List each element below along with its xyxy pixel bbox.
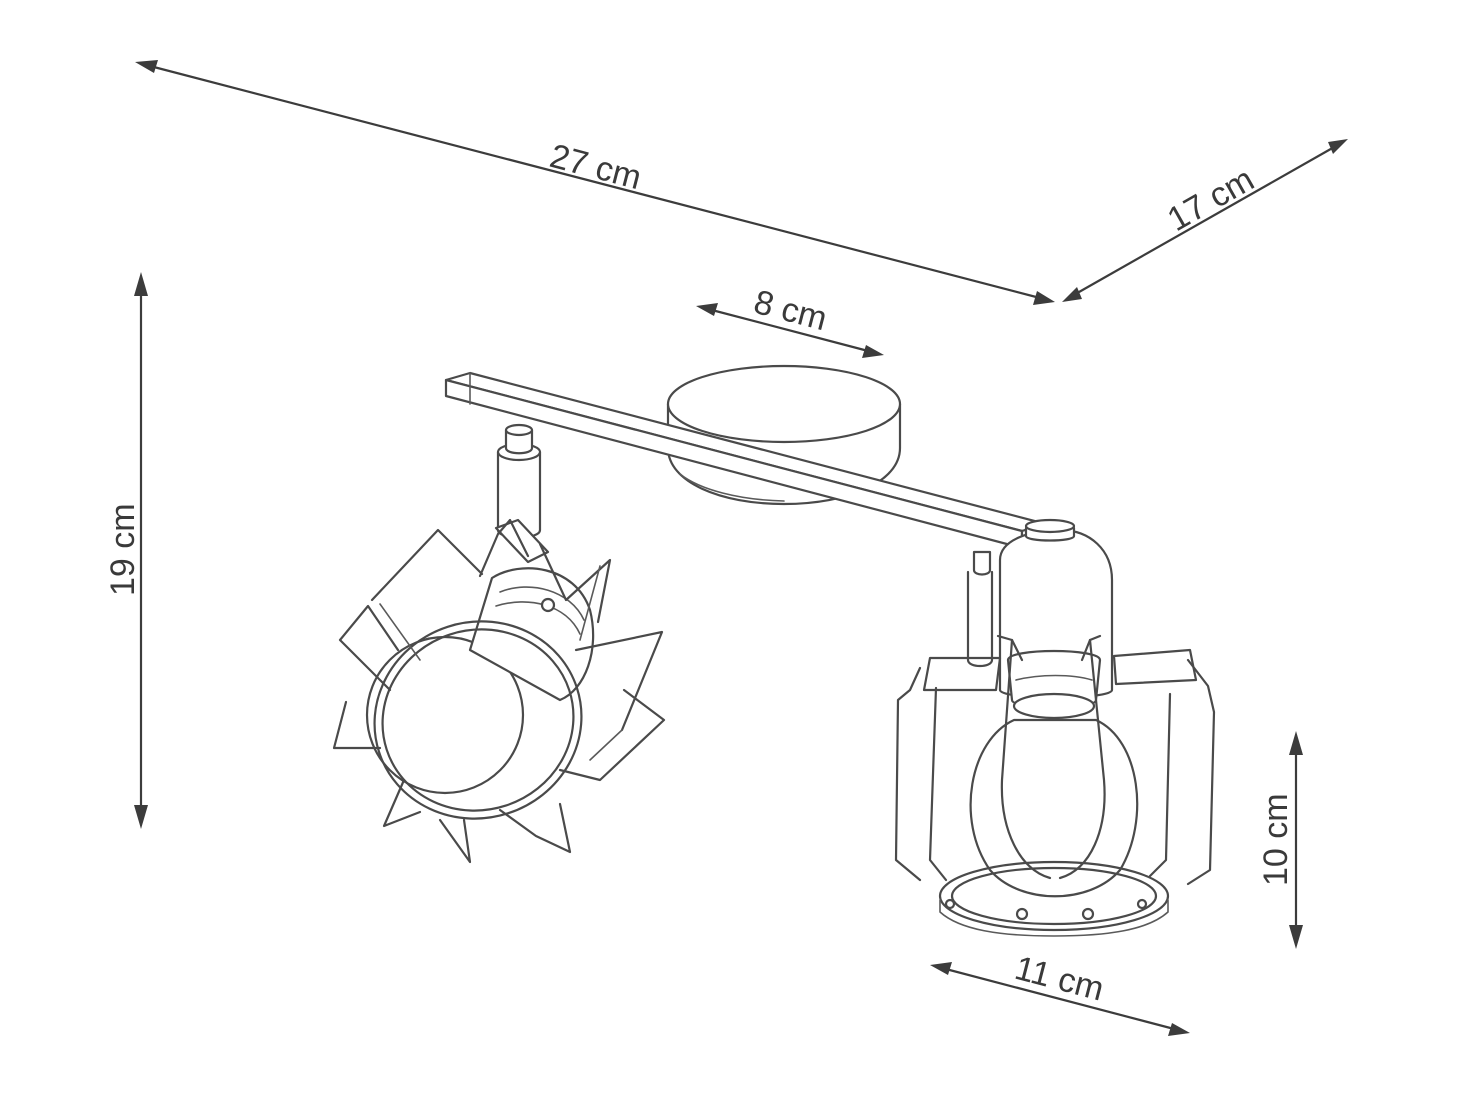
left-spotlight (332, 423, 666, 864)
dimension-depth: 17 cm (1062, 139, 1348, 302)
dimension-shade-width: 11 cm (930, 949, 1190, 1036)
mounting-bar (444, 371, 1048, 550)
lamp-illustration (332, 364, 1216, 937)
dimension-shade-height-label: 10 cm (1257, 793, 1295, 886)
dimension-length-label: 27 cm (546, 137, 645, 197)
dimension-height-label: 19 cm (104, 503, 142, 596)
dimension-depth-label: 17 cm (1161, 160, 1260, 239)
ceiling-canopy (666, 364, 902, 506)
dimension-canopy: 8 cm (696, 283, 884, 358)
dimension-length: 27 cm (135, 60, 1055, 305)
right-spotlight (894, 518, 1216, 937)
dimension-height: 19 cm (104, 272, 148, 829)
dimension-shade-height: 10 cm (1257, 731, 1303, 949)
dimension-canopy-label: 8 cm (750, 283, 831, 338)
